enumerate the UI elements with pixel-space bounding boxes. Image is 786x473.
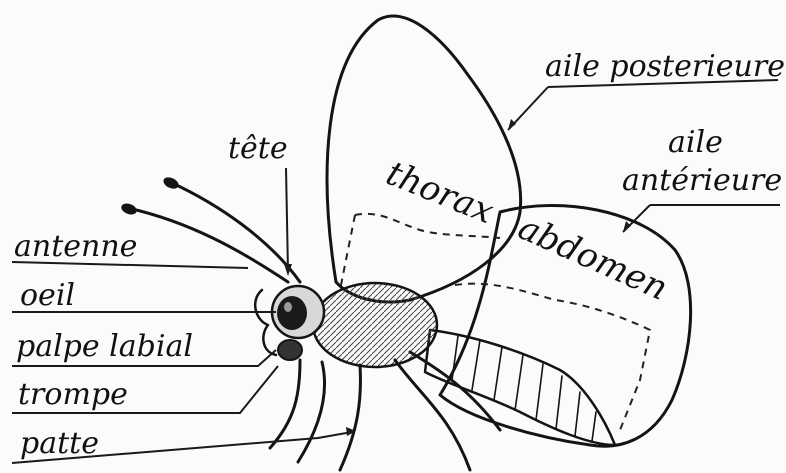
label-aile-anterieure-line2: antérieure bbox=[622, 163, 782, 198]
palp-shape bbox=[278, 340, 302, 360]
label-aile-anterieure-line1: aile bbox=[668, 125, 723, 160]
label-trompe: trompe bbox=[18, 377, 128, 412]
label-antenne: antenne bbox=[14, 229, 137, 264]
abdomen-segments bbox=[452, 336, 596, 441]
thorax-body bbox=[313, 283, 437, 367]
label-patte: patte bbox=[20, 426, 99, 461]
label-tete: tête bbox=[228, 131, 288, 166]
eye-highlight bbox=[284, 302, 292, 312]
hindwing-dashed-region bbox=[455, 284, 650, 430]
label-palpe-labial: palpe labial bbox=[16, 329, 193, 364]
label-thorax: thorax bbox=[381, 153, 500, 232]
abdomen-body bbox=[425, 330, 615, 445]
label-abdomen: abdomen bbox=[512, 208, 673, 309]
label-aile-posterieure: aile posterieure bbox=[545, 49, 785, 84]
label-oeil: oeil bbox=[20, 278, 75, 313]
eye-shape bbox=[277, 296, 307, 330]
